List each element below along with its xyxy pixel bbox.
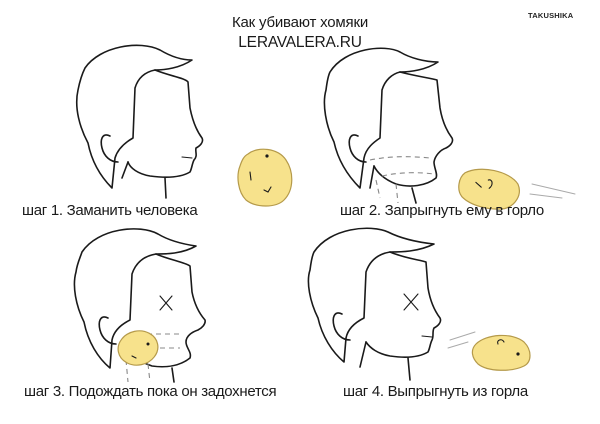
- person-head: [73, 228, 206, 383]
- face-profile: [373, 71, 454, 187]
- face-profile: [365, 251, 442, 358]
- hair: [323, 47, 439, 189]
- ear: [98, 316, 117, 345]
- caption-step-3: шаг 3. Подождать пока он задохнется: [24, 383, 277, 400]
- motion-lines: [447, 331, 476, 349]
- panel-step-1: [30, 38, 300, 207]
- comic-title: Как убивают хомяки: [232, 14, 368, 31]
- face-profile: [127, 69, 204, 178]
- panel-step-3: [30, 222, 300, 383]
- person-head: [307, 227, 442, 381]
- panel-step-2: [300, 38, 600, 210]
- ear: [348, 134, 367, 163]
- panel-step-4: [300, 222, 600, 382]
- artist-credit: TAKUSHIKA: [528, 11, 574, 20]
- hamster: [237, 148, 293, 207]
- caption-step-1: шаг 1. Заманить человека: [22, 202, 198, 219]
- ear: [332, 312, 351, 341]
- hair: [307, 227, 435, 363]
- hamster-flying: [471, 334, 531, 371]
- x-eye-icon: [403, 293, 419, 311]
- throat-dashes: [125, 333, 180, 383]
- site-watermark: LERAVALERA.RU: [238, 34, 362, 51]
- caption-step-2: шаг 2. Запрыгнуть ему в горло: [340, 202, 544, 219]
- mouth: [421, 335, 433, 338]
- caption-step-4: шаг 4. Выпрыгнуть из горла: [343, 383, 528, 400]
- panel-1-illustration: [75, 44, 293, 207]
- panel-2-illustration: [323, 47, 576, 210]
- hamster-flying: [458, 168, 520, 210]
- mouth: [181, 156, 193, 159]
- throat-dashes: [369, 156, 435, 204]
- hair: [75, 44, 193, 189]
- face-profile: [127, 253, 206, 368]
- motion-lines: [529, 183, 576, 199]
- x-eye-icon: [159, 295, 173, 311]
- hamster-eye: [516, 352, 520, 356]
- hair: [73, 228, 197, 369]
- ear: [100, 134, 119, 163]
- hamster-in-throat: [117, 330, 159, 366]
- hamster-eye: [146, 342, 150, 346]
- panel-3-illustration: [73, 228, 206, 383]
- person-head: [75, 44, 204, 199]
- person-head: [323, 47, 454, 204]
- panel-4-illustration: [307, 227, 531, 381]
- hamster-eye: [265, 154, 269, 158]
